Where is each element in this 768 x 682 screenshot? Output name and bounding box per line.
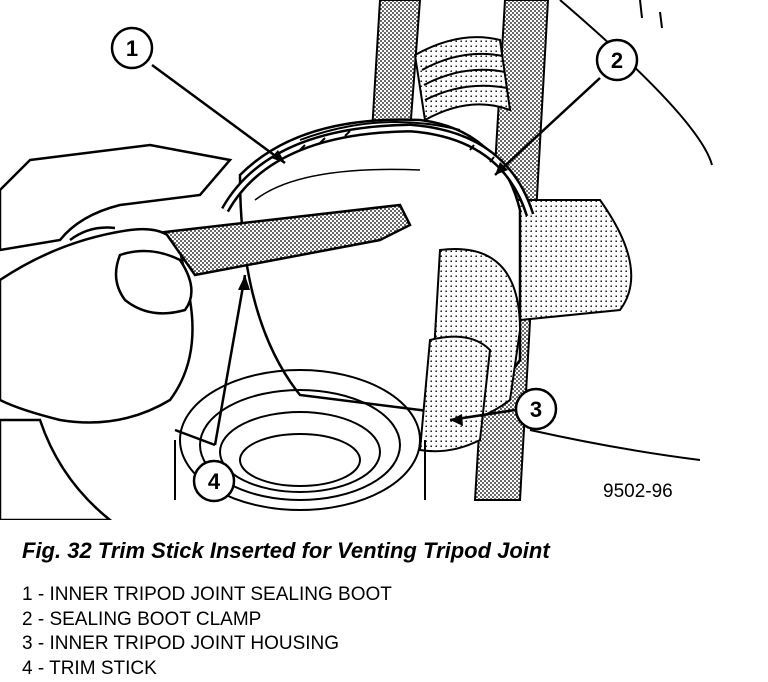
legend-item: 1 - INNER TRIPOD JOINT SEALING BOOT — [22, 584, 392, 605]
joint-housing — [174, 248, 522, 511]
callout-2: 2 — [595, 38, 639, 82]
callout-1: 1 — [110, 26, 154, 70]
trim-stick-drawing — [162, 203, 412, 277]
legend-item: 3 - INNER TRIPOD JOINT HOUSING — [22, 633, 340, 654]
callout-1-label: 1 — [126, 36, 138, 61]
figure-illustration: 1 2 3 4 9502-96 — [0, 0, 713, 520]
callout-4-label: 4 — [208, 469, 221, 494]
legend-item: 2 - SEALING BOOT CLAMP — [22, 608, 262, 630]
callout-3: 3 — [514, 387, 558, 431]
figure-caption: Fig. 32 Trim Stick Inserted for Venting … — [22, 538, 550, 563]
legend-item: 4 - TRIM STICK — [22, 657, 157, 679]
hand — [0, 143, 233, 520]
callout-3-label: 3 — [530, 397, 542, 422]
callout-2-label: 2 — [611, 48, 623, 73]
callout-4: 4 — [192, 459, 236, 503]
shaft-splines — [413, 36, 512, 122]
figure-id-code: 9502-96 — [603, 481, 673, 502]
leader-lines — [151, 63, 601, 447]
leader-line-1 — [151, 63, 286, 165]
leader-line-4a — [213, 274, 247, 446]
legend-list: 1 - INNER TRIPOD JOINT SEALING BOOT 2 - … — [22, 583, 392, 681]
housing-edge-line — [529, 429, 701, 461]
leader-line-2 — [494, 77, 601, 176]
leader-line-4b — [174, 428, 216, 447]
